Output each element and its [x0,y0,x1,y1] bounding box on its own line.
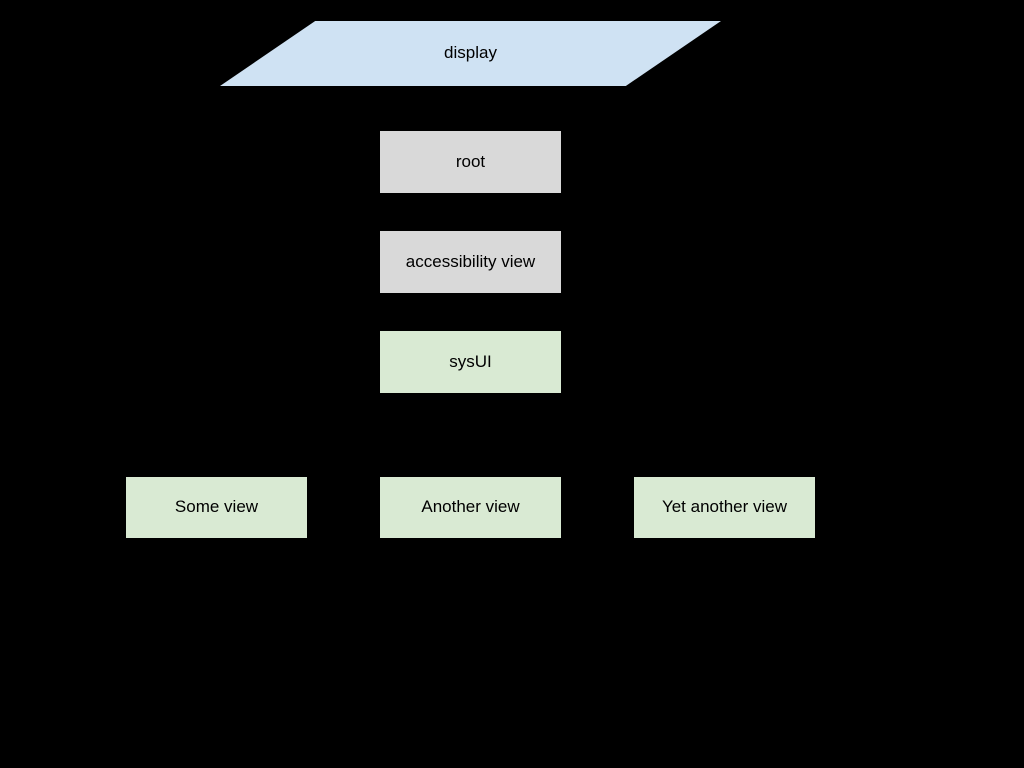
node-some-view[interactable]: Some view [126,477,307,538]
node-display-label: display [444,43,497,63]
node-another-view[interactable]: Another view [380,477,561,538]
node-root[interactable]: root [380,131,561,193]
node-display[interactable]: display [220,21,721,86]
node-yet-another-view[interactable]: Yet another view [634,477,815,538]
node-another-view-label: Another view [421,497,520,517]
node-root-label: root [455,151,486,171]
parallelogram-shape [220,21,721,86]
node-sysui-label: sysUI [449,351,492,371]
node-some-view-label: Some view [174,497,259,517]
node-sysui[interactable]: sysUI [380,331,561,393]
node-accessibility-view-label: accessibility view [405,251,536,271]
node-accessibility-view[interactable]: accessibility view [380,231,561,293]
node-yet-another-view-label: Yet another view [661,497,788,517]
